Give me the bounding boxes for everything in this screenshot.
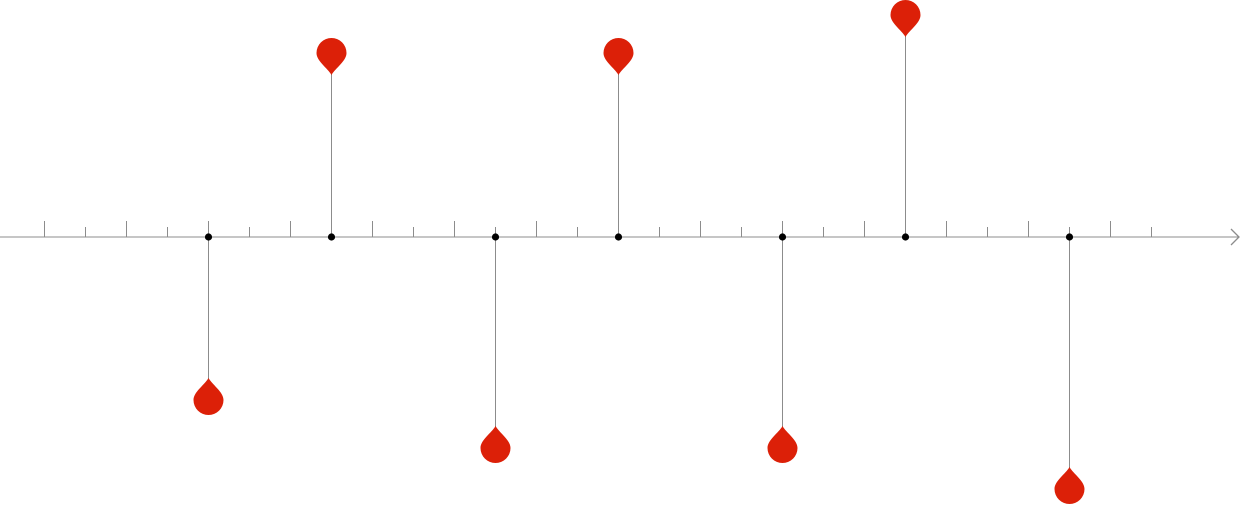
drop-pin-icon: [480, 426, 511, 463]
dot-icon: [327, 233, 336, 241]
dot-icon: [614, 233, 623, 241]
drop-pin-icon: [316, 38, 347, 75]
timeline-events: [193, 0, 1085, 504]
drop-pin-icon: [1054, 467, 1085, 504]
timeline-event: [767, 233, 798, 463]
drop-pin-icon: [890, 0, 921, 37]
drop-pin-icon: [193, 378, 224, 415]
dot-icon: [901, 233, 910, 241]
dot-icon: [1065, 233, 1074, 241]
drop-pin-icon: [603, 38, 634, 75]
drop-pin-icon: [767, 426, 798, 463]
timeline-event: [193, 233, 224, 415]
dot-icon: [491, 233, 500, 241]
timeline-event: [480, 233, 511, 463]
timeline-event: [890, 0, 921, 241]
timeline-event: [603, 38, 634, 241]
dot-icon: [778, 233, 787, 241]
timeline-event: [1054, 233, 1085, 504]
arrow-right-icon: [1230, 228, 1240, 246]
timeline-event: [316, 38, 347, 241]
dot-icon: [204, 233, 213, 241]
